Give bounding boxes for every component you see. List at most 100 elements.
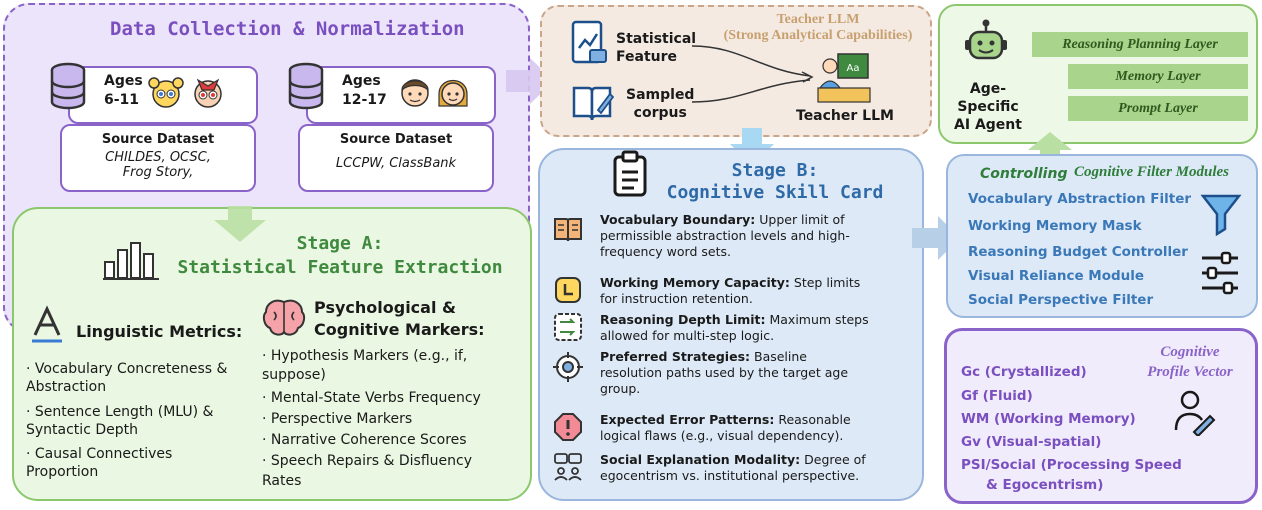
skill-desc: Step limits (789, 275, 861, 290)
profile-title-line1: Cognitive (1160, 344, 1220, 360)
steps-icon (554, 313, 582, 341)
agent-label-line1: Age-Specific (957, 81, 1019, 115)
book-icon (554, 218, 582, 242)
linguistic-metric-line: · Sentence Length (MLU) & (26, 404, 214, 420)
psych-marker-line: · Hypothesis Markers (e.g., if, (262, 348, 468, 364)
skill-desc: permissible abstraction levels and high- (600, 228, 850, 243)
skill-term: Expected Error Patterns: (600, 412, 775, 427)
skill-card-item: Vocabulary Boundary: Upper limit of perm… (600, 212, 910, 260)
skill-desc: Maximum steps (765, 312, 869, 327)
clock-icon (555, 277, 581, 303)
down-arrow-icon (214, 206, 266, 242)
book-pen-icon (572, 86, 614, 121)
psych-markers-title: Psychological & Cognitive Markers: (314, 297, 485, 341)
stage-b-title-line2: Cognitive Skill Card (666, 182, 884, 203)
down-arrow-icon (730, 128, 774, 166)
warning-icon (554, 413, 582, 441)
teacher-icon: Aa (817, 53, 871, 103)
input1-line2: Feature (616, 49, 677, 65)
person-edit-icon (1174, 390, 1216, 436)
profile-title-line2: Profile Vector (1147, 364, 1233, 380)
filter-modules-panel (946, 154, 1258, 318)
filter-item: Working Memory Mask (968, 218, 1142, 234)
profile-item: Gv (Visual-spatial) (961, 434, 1102, 450)
skill-term: Preferred Strategies: (600, 349, 751, 364)
psych-marker-line: suppose) (262, 367, 326, 383)
svg-text:Aa: Aa (847, 63, 860, 74)
filter-item: Vocabulary Abstraction Filter (968, 191, 1192, 207)
stage-b-title-line1: Stage B: (731, 160, 819, 181)
source-line: LCCPW, ClassBank (335, 156, 457, 171)
teacher-llm-header: Teacher LLM (Strong Analytical Capabilit… (706, 12, 930, 44)
skill-desc: allowed for multi-step logic. (600, 328, 775, 343)
up-arrow-icon (1028, 132, 1072, 164)
agent-label-line2: AI Agent (954, 117, 1022, 133)
teacher-llm-title: Teacher LLM (776, 12, 860, 27)
child-girl-red-icon (194, 78, 222, 108)
target-icon (553, 352, 583, 382)
controlling-label: Controlling (980, 166, 1068, 182)
teacher-llm-subtitle: (Strong Analytical Capabilities) (723, 28, 913, 43)
robot-icon (965, 19, 1007, 60)
psych-marker-line: · Mental-State Verbs Frequency (262, 390, 481, 406)
input-sampled-corpus: Sampled corpus (626, 86, 694, 122)
stage-a-title: Stage A: Statistical Feature Extraction (150, 232, 530, 280)
skill-card-item: Expected Error Patterns: Reasonable logi… (600, 412, 910, 444)
sliders-icon (1202, 251, 1238, 295)
text-letter-icon (32, 305, 62, 343)
skill-desc: logical flaws (e.g., visual dependency). (600, 428, 844, 443)
psych-marker-line: · Perspective Markers (262, 411, 413, 427)
ages-label-2: Ages 12-17 (342, 72, 387, 110)
agent-layer: Memory Layer (1068, 64, 1248, 89)
skill-desc: Baseline (750, 349, 807, 364)
teen-girl-icon (438, 79, 468, 107)
bar-chart-icon (103, 242, 159, 280)
skill-card-item: Reasoning Depth Limit: Maximum steps all… (600, 312, 910, 344)
database-icon (50, 62, 86, 110)
linguistic-metric-line: · Causal Connectives (26, 446, 173, 462)
source-title: Source Dataset (339, 132, 453, 147)
psych-title-line2: Cognitive Markers: (314, 320, 485, 339)
skill-card-item: Working Memory Capacity: Step limits for… (600, 275, 910, 307)
linguistic-metric-line: · Vocabulary Concreteness & (26, 361, 228, 377)
ages-label-1: Ages 6-11 (104, 72, 143, 110)
skill-desc: group. (600, 381, 641, 396)
linguistic-metric-line: Syntactic Depth (26, 422, 138, 438)
linguistic-metrics-title: Linguistic Metrics: (76, 322, 243, 341)
stage-a-title-line1: Stage A: (296, 233, 384, 254)
input2-line1: Sampled (626, 87, 695, 103)
ages-word: Ages (342, 73, 381, 89)
data-collection-title: Data Collection & Normalization (110, 18, 465, 40)
agent-layer: Reasoning Planning Layer (1032, 32, 1248, 57)
child-girl-icon (148, 77, 184, 108)
source-dataset-box-2: Source Dataset LCCPW, ClassBank (298, 124, 494, 192)
psych-marker-line: · Narrative Coherence Scores (262, 432, 467, 448)
profile-item: & Egocentrism) (986, 477, 1104, 493)
skill-desc: resolution paths used by the target age (600, 365, 849, 380)
psych-marker-line: · Speech Repairs & Disfluency (262, 453, 472, 469)
funnel-icon (1200, 194, 1242, 237)
skill-card-item: Social Explanation Modality: Degree of e… (600, 452, 910, 484)
source-dataset-box-1: Source Dataset CHILDES, OCSC, Frog Story… (60, 124, 256, 192)
agent-layer: Prompt Layer (1068, 96, 1248, 121)
stage-a-title-line2: Statistical Feature Extraction (177, 257, 503, 278)
profile-item: WM (Working Memory) (961, 411, 1136, 427)
skill-desc: Reasonable (774, 412, 851, 427)
skill-desc: egocentrism vs. institutional perspectiv… (600, 468, 860, 483)
connector-lines (691, 45, 814, 103)
skill-term: Social Explanation Modality: (600, 452, 801, 467)
source-line: Frog Story, (122, 165, 194, 180)
skill-term: Reasoning Depth Limit: (600, 312, 766, 327)
filter-modules-title: Cognitive Filter Modules (1074, 164, 1230, 180)
filter-item: Reasoning Budget Controller (968, 244, 1188, 260)
ages-range: 12-17 (342, 92, 387, 108)
input1-line1: Statistical (616, 31, 697, 47)
profile-vector-title: Cognitive Profile Vector (1132, 342, 1248, 382)
skill-desc: Degree of (800, 452, 866, 467)
ages-word: Ages (104, 73, 143, 89)
stage-b-title: Stage B: Cognitive Skill Card (650, 160, 900, 204)
clipboard-icon (613, 150, 647, 197)
teacher-llm-label: Teacher LLM (796, 108, 894, 124)
profile-item: Gc (Crystallized) (961, 364, 1087, 380)
document-chart-icon (571, 20, 607, 64)
